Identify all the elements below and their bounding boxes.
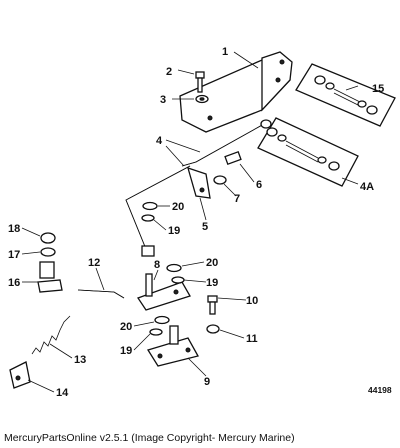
detail-box-4a [257, 117, 359, 187]
bolt-part-10 [207, 295, 218, 315]
callout-18: 18 [8, 223, 20, 235]
base-link-part [137, 273, 191, 311]
callout-9: 9 [204, 376, 210, 388]
callout-20-middle: 20 [206, 257, 218, 269]
callout-7: 7 [234, 193, 240, 205]
callout-3: 3 [160, 94, 166, 106]
callout-4a: 4A [360, 181, 374, 193]
figure-number: 44198 [368, 385, 392, 395]
callout-14: 14 [56, 387, 69, 399]
callout-19-middle: 19 [206, 277, 218, 289]
callout-5: 5 [202, 221, 208, 233]
nut-part-11 [206, 324, 220, 334]
bolt-part [195, 71, 205, 93]
callout-15: 15 [372, 83, 384, 95]
callout-1: 1 [222, 46, 228, 58]
spring-bracket-part [9, 361, 31, 389]
base-plate-part [146, 325, 199, 367]
callout-20-upper: 20 [172, 201, 184, 213]
image-caption: MercuryPartsOnline v2.5.1 (Image Copyrig… [4, 432, 295, 444]
detail-box-15 [295, 63, 396, 127]
leader-lines [21, 51, 359, 393]
bracket-part [179, 51, 293, 133]
washer-part-17 [40, 247, 56, 257]
callout-8: 8 [154, 259, 160, 271]
callout-4: 4 [156, 135, 163, 147]
link-rod-part [77, 289, 125, 299]
lever-part [187, 166, 211, 199]
callout-20-lower: 20 [120, 321, 132, 333]
callout-labels: 1 2 3 4 4A 5 6 7 8 9 10 11 12 13 14 15 1… [8, 46, 392, 399]
callout-13: 13 [74, 354, 86, 366]
washer-part-19 [141, 214, 155, 222]
callout-17: 17 [8, 249, 20, 261]
throttle-rod-part [125, 119, 272, 257]
washer-part-19b [171, 276, 185, 284]
callout-12: 12 [88, 257, 100, 269]
callout-16: 16 [8, 277, 20, 289]
nut-part-18 [40, 232, 56, 244]
clip-part-20c [154, 315, 170, 325]
washer-part [195, 94, 209, 104]
clip-part-20b [166, 263, 182, 273]
washer-part-19c [149, 328, 163, 336]
callout-19-upper: 19 [168, 225, 180, 237]
callout-10: 10 [246, 295, 258, 307]
callout-11: 11 [246, 333, 258, 345]
callout-6: 6 [256, 179, 262, 191]
swivel-part-16 [37, 261, 63, 293]
clip-part-20 [142, 201, 158, 211]
callout-19-lower: 19 [120, 345, 132, 357]
spring-part [31, 315, 71, 355]
nut-part-7 [213, 175, 227, 185]
callout-2: 2 [166, 66, 172, 78]
stud-part [224, 151, 242, 165]
